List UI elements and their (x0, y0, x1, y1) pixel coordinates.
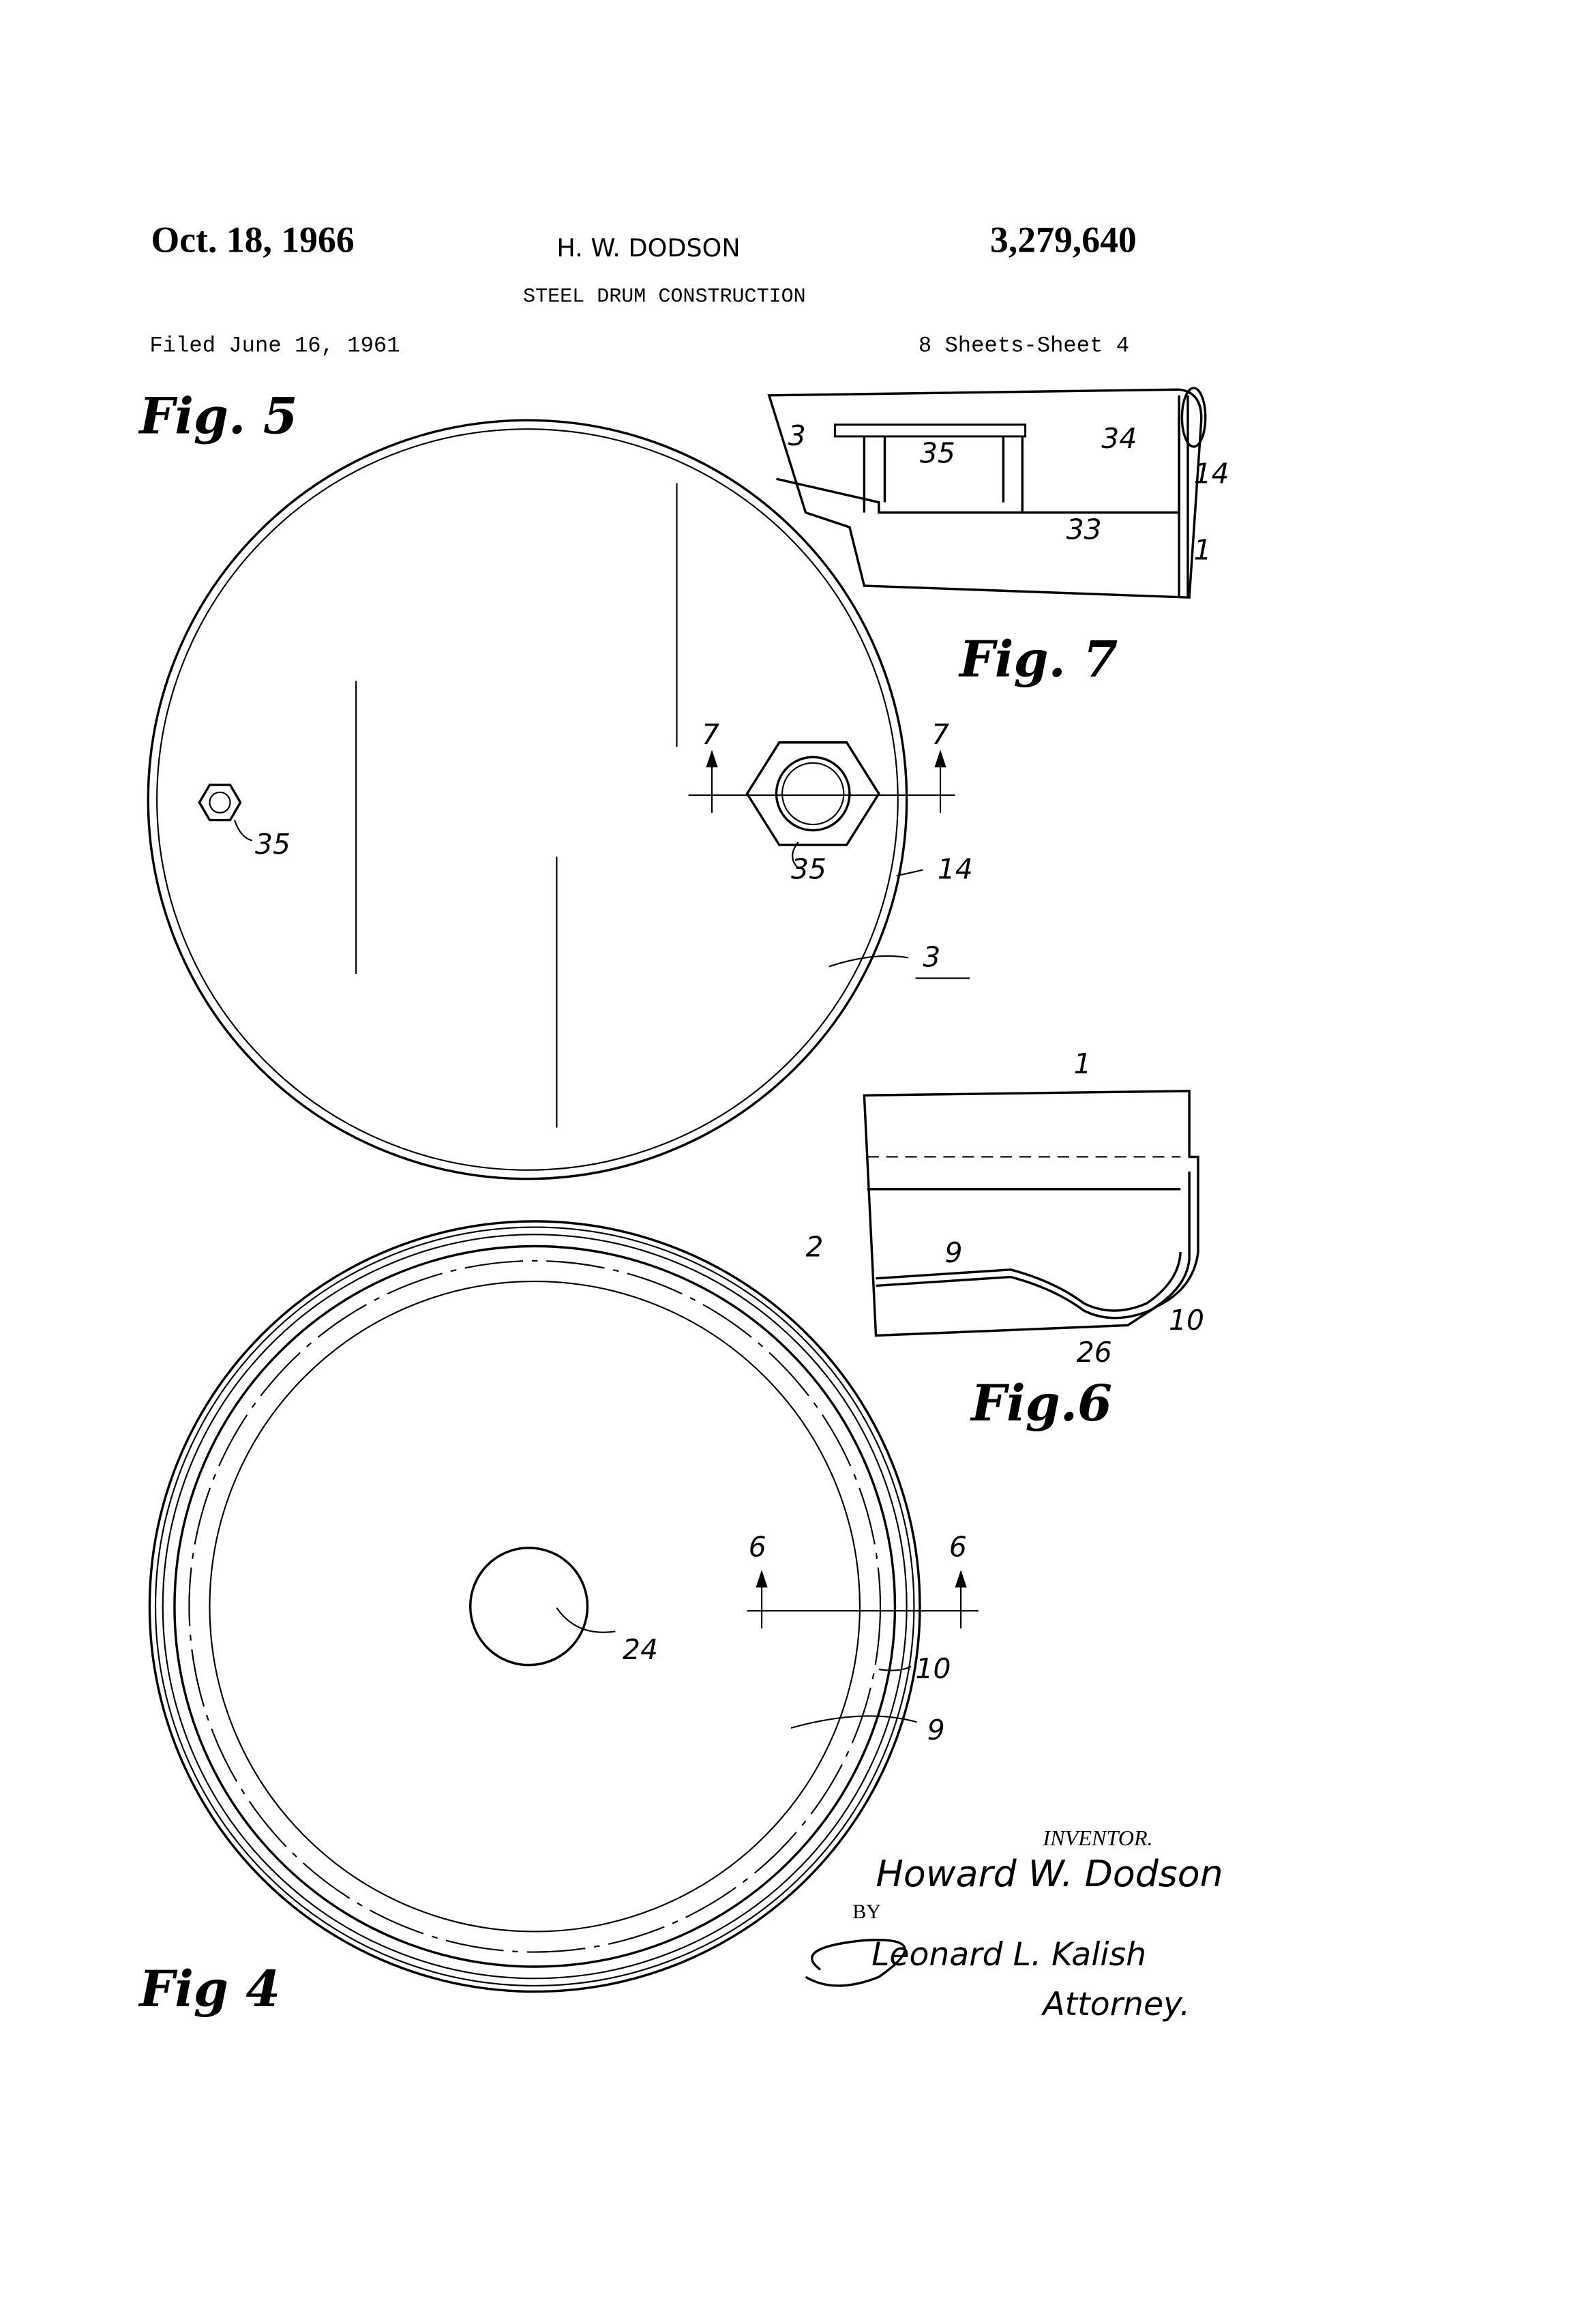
section-7-left: 7 (702, 718, 719, 751)
inventor-name: Howard W. Dodson (876, 1852, 1223, 1895)
signature-block: INVENTOR. Howard W. Dodson BY Leonard L.… (805, 1826, 1223, 2023)
inventor-header: H. W. DODSON (556, 233, 740, 263)
fig4-ref-10: 10 (916, 1652, 951, 1685)
ref-35-large: 35 (791, 852, 826, 885)
drum-head-outer-rim (148, 420, 906, 1178)
section-6-left: 6 (749, 1531, 766, 1564)
fig6-ref-9: 9 (944, 1236, 962, 1269)
fig6-ref-2: 2 (805, 1231, 823, 1264)
ref-14: 14 (938, 852, 973, 885)
fig6-ref-26: 26 (1077, 1336, 1112, 1369)
fig7-ref-1: 1 (1194, 533, 1212, 566)
fig7-ref-14: 14 (1194, 458, 1229, 490)
fig4-ref-24: 24 (623, 1633, 658, 1666)
inventor-label: INVENTOR. (1042, 1826, 1152, 1850)
ref-3: 3 (923, 940, 940, 973)
patent-number: 3,279,640 (990, 219, 1137, 260)
filed-date: Filed June 16, 1961 (149, 333, 400, 358)
fig7-ref-3: 3 (788, 419, 806, 452)
fig6-label: Fig.6 (970, 1374, 1112, 1433)
small-bung-hex-icon (199, 785, 240, 820)
attorney-label: Attorney. (1041, 1986, 1190, 2023)
center-boss (471, 1548, 588, 1665)
figure-5: Fig. 5 35 7 7 35 14 3 (138, 387, 972, 1179)
sheet-count: 8 Sheets-Sheet 4 (919, 333, 1129, 358)
figure-4: 24 6 6 10 9 Fig 4 (138, 1221, 978, 2018)
fig7-section-outline (769, 389, 1202, 597)
fig6-ref-1: 1 (1073, 1047, 1091, 1080)
drum-head-inner-rim (157, 429, 898, 1170)
by-label: BY (852, 1900, 881, 1923)
figure-7: 3 35 34 14 33 1 Fig. 7 (769, 388, 1229, 689)
fig5-label: Fig. 5 (138, 387, 297, 446)
ref-35-small: 35 (255, 828, 290, 861)
fig7-ref-35: 35 (920, 437, 955, 470)
fig4-label: Fig 4 (138, 1960, 280, 2018)
attorney-signature: Leonard L. Kalish (871, 1936, 1146, 1973)
fig4-ref-9: 9 (927, 1714, 945, 1746)
patent-title: STEEL DRUM CONSTRUCTION (523, 285, 806, 308)
fig7-ref-34: 34 (1101, 422, 1137, 455)
figure-6: 1 2 9 10 26 Fig.6 (805, 1047, 1204, 1433)
fig6-ref-10: 10 (1169, 1304, 1204, 1337)
patent-date: Oct. 18, 1966 (151, 219, 355, 260)
fig7-label: Fig. 7 (958, 630, 1118, 689)
fig7-ref-33: 33 (1066, 513, 1102, 546)
section-7-right: 7 (931, 718, 949, 751)
section-6-right: 6 (949, 1531, 967, 1564)
